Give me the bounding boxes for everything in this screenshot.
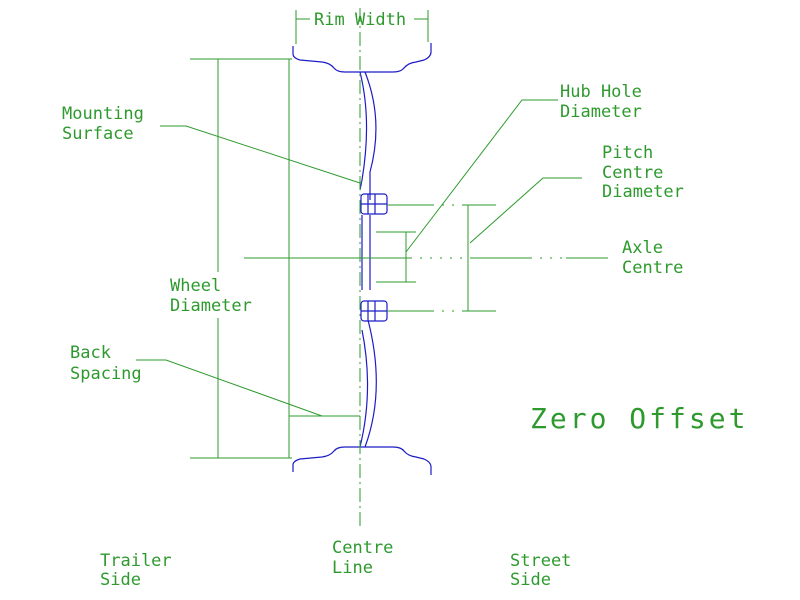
disc-upper-left <box>359 71 368 191</box>
centre-line-label-2: Line <box>332 558 373 578</box>
street-side-label-1: Street <box>510 551 571 571</box>
disc-lower-right <box>364 319 377 448</box>
diagram-title: Zero Offset <box>530 402 748 435</box>
hub-hole-label-2: Diameter <box>560 102 642 122</box>
trailer-side-label-1: Trailer <box>100 551 172 571</box>
wheel-diameter-label-2: Diameter <box>170 296 252 316</box>
dimension-lines <box>190 8 608 530</box>
pitch-centre-label-2: Centre <box>602 163 663 183</box>
axle-centre-label-2: Centre <box>622 258 683 278</box>
mounting-surface-label-2: Surface <box>62 124 134 144</box>
rim-width-label: Rim Width <box>314 10 406 30</box>
rim-bottom-flange <box>292 446 432 475</box>
axle-centre-label-1: Axle <box>622 238 663 258</box>
back-spacing-label-2: Spacing <box>70 364 142 384</box>
hub-hole-label-1: Hub Hole <box>560 82 642 102</box>
disc-lower-left <box>359 329 369 448</box>
wheel-diameter-label-1: Wheel <box>170 276 221 296</box>
trailer-side-label-2: Side <box>100 570 141 590</box>
pitch-centre-label-3: Diameter <box>602 182 684 202</box>
wheel-profile <box>292 43 432 475</box>
mounting-surface-label-1: Mounting <box>62 104 144 124</box>
pitch-centre-label-1: Pitch <box>602 143 653 163</box>
rim-top-flange <box>292 43 432 73</box>
street-side-label-2: Side <box>510 570 551 590</box>
centre-line-label-1: Centre <box>332 538 393 558</box>
labels: Rim Width Mounting Surface Hub Hole Diam… <box>62 10 748 590</box>
leader-lines <box>136 99 582 417</box>
back-spacing-label-1: Back <box>70 343 111 363</box>
disc-upper-right <box>364 71 377 200</box>
